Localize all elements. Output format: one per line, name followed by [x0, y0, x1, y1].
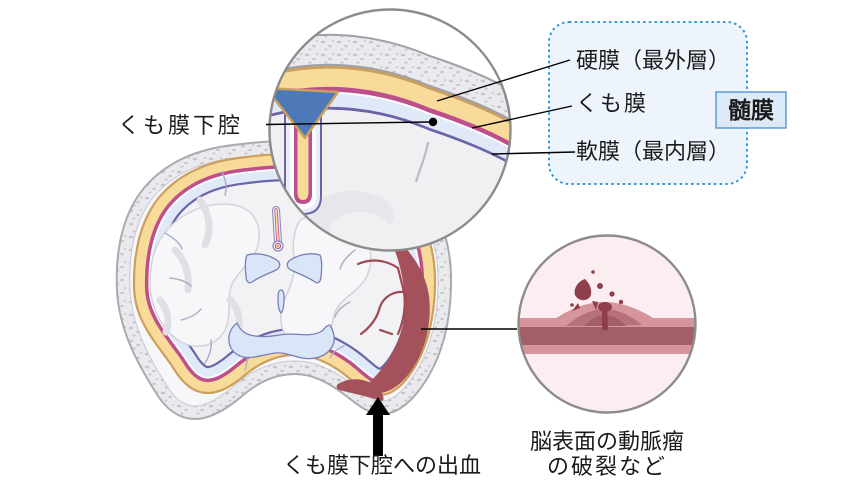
- inset-border: [268, 8, 512, 252]
- meninges-inset-details: [269, 86, 430, 251]
- aneurysm-inset-border: [517, 234, 697, 414]
- gyrus-blob: [330, 212, 390, 248]
- subarachnoid-hemorrhage: [336, 235, 430, 401]
- meninges-title-box: [715, 91, 787, 129]
- label-aneurysm-line2: の破裂など: [547, 454, 667, 479]
- legend-item-pia: 軟膜（最内層）: [576, 139, 730, 164]
- skull-band-edge: [269, 63, 511, 133]
- legend-box: [548, 21, 748, 185]
- skull-band: [269, 34, 511, 132]
- meninges-title: 髄膜: [728, 97, 774, 123]
- leader-lines: [265, 59, 576, 330]
- rupture-opening: [598, 302, 612, 312]
- aneurysm-inset-content: [518, 270, 696, 354]
- sagittal-sinus: [269, 86, 340, 140]
- pia-band: [269, 106, 511, 177]
- cortical-vessels: [356, 259, 406, 336]
- legend-item-arachnoid: くも膜: [576, 91, 648, 116]
- leader-arachnoid: [471, 105, 573, 129]
- pointer-dot: [428, 117, 438, 127]
- aneurysm-inset-circle: [517, 234, 697, 414]
- white-matter-left: [149, 203, 260, 347]
- leader-dura: [436, 59, 571, 102]
- leader-subarachnoid: [265, 121, 430, 126]
- legend-item-dura: 硬膜（最外層）: [576, 48, 730, 73]
- blood-spray: [570, 270, 624, 311]
- hemorrhage-bottom-patch: [336, 379, 384, 401]
- interhemispheric-fissure: [272, 206, 284, 252]
- ventricles: [228, 253, 335, 360]
- vessel-lumen: [518, 327, 696, 345]
- leader-pia: [491, 151, 576, 155]
- hemorrhage-crescent: [364, 235, 430, 394]
- sulcus-line: [414, 141, 430, 183]
- brain-details: [149, 171, 430, 401]
- label-hemorrhage: くも膜下腔への出血: [283, 453, 481, 478]
- label-aneurysm-line1: 脳表面の動脈瘤: [530, 429, 684, 454]
- meninges-inset-circle: [268, 8, 512, 252]
- label-subarachnoid-space: くも膜下腔: [118, 113, 243, 138]
- hemorrhage-arrow: [366, 397, 390, 456]
